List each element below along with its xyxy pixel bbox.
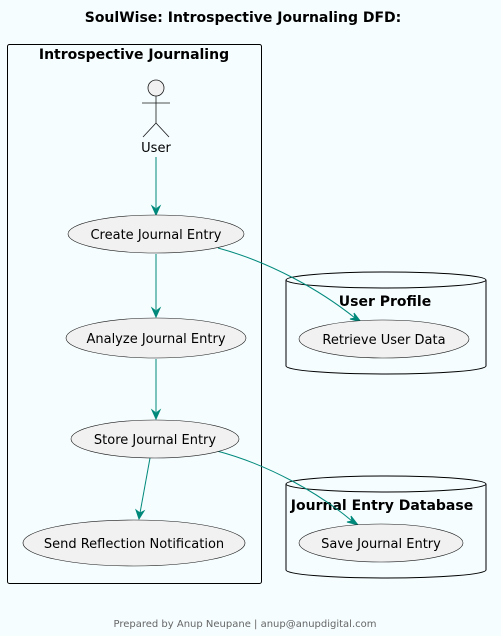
actor-user-icon [142, 79, 170, 138]
package-label-introspective-journaling: Introspective Journaling [39, 47, 229, 63]
use-case-label-retrieve: Retrieve User Data [322, 333, 445, 348]
use-case-label-save: Save Journal Entry [321, 537, 441, 552]
use-case-create-journal-entry [67, 214, 245, 254]
edges [135, 157, 363, 526]
use-case-label-create: Create Journal Entry [90, 228, 221, 243]
diagram-title: SoulWise: Introspective Journaling DFD: [85, 10, 402, 26]
use-case-label-store: Store Journal Entry [94, 433, 216, 448]
footer-credit: Prepared by Anup Neupane | anup@anupdigi… [113, 619, 376, 630]
use-case-store-journal-entry [70, 419, 240, 459]
use-case-send-reflection-notification [22, 519, 246, 567]
use-case-analyze-journal-entry [65, 317, 247, 359]
use-case-retrieve-user-data [298, 319, 470, 359]
use-case-label-analyze: Analyze Journal Entry [86, 332, 225, 347]
database-user-profile [285, 271, 487, 375]
database-journal-entry [285, 475, 487, 579]
edge-store-to-send [139, 457, 151, 514]
edge-store-to-save [216, 450, 353, 522]
actor-label-user: User [141, 141, 171, 156]
package-introspective-journaling [7, 44, 262, 584]
database-label-journal-entry: Journal Entry Database [290, 498, 473, 514]
use-case-save-journal-entry [298, 523, 464, 563]
use-case-label-send: Send Reflection Notification [44, 537, 224, 552]
database-label-user-profile: User Profile [339, 294, 431, 310]
edge-create-to-retrieve [217, 247, 356, 319]
